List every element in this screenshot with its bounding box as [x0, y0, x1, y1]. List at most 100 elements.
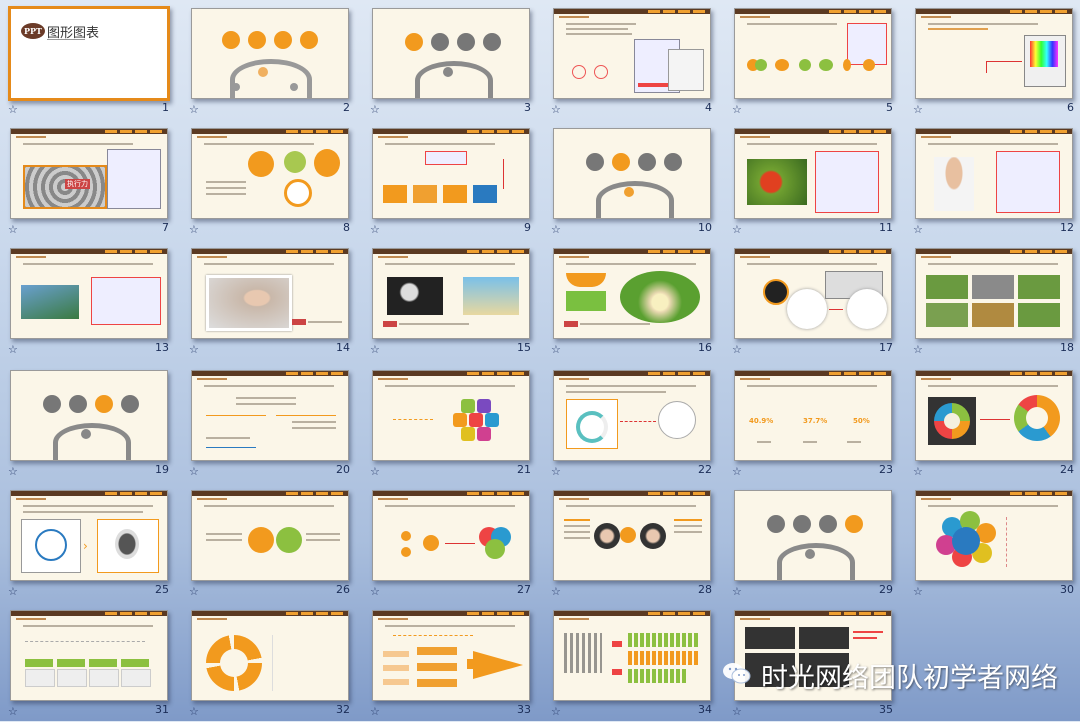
slide-15-preview[interactable] [372, 248, 530, 339]
slide-thumb-24[interactable]: ☆ 24 [905, 362, 1080, 482]
star-icon[interactable]: ☆ [370, 223, 380, 236]
slide-28-preview[interactable] [553, 490, 711, 581]
slide-3-preview[interactable] [372, 8, 530, 99]
slide-thumb-34[interactable]: ☆ 34 [543, 602, 724, 722]
slide-4-preview[interactable] [553, 8, 711, 99]
star-icon[interactable]: ☆ [913, 465, 923, 478]
slide-thumb-31[interactable]: ☆ 31 [0, 602, 181, 722]
slide-34-preview[interactable] [553, 610, 711, 701]
slide-5-preview[interactable] [734, 8, 892, 99]
star-icon[interactable]: ☆ [551, 585, 561, 598]
slide-thumb-20[interactable]: ☆ 20 [181, 362, 362, 482]
slide-1-preview[interactable]: PPT 图形图表 [8, 6, 170, 101]
slide-thumb-17[interactable]: ☆ 17 [724, 240, 905, 360]
slide-thumb-27[interactable]: ☆ 27 [362, 482, 543, 602]
slide-thumb-29[interactable]: ☆ 29 [724, 482, 905, 602]
slide-thumb-21[interactable]: ☆ 21 [362, 362, 543, 482]
star-icon[interactable]: ☆ [189, 585, 199, 598]
slide-thumb-16[interactable]: ☆ 16 [543, 240, 724, 360]
slide-18-preview[interactable] [915, 248, 1073, 339]
slide-2-preview[interactable] [191, 8, 349, 99]
slide-24-preview[interactable] [915, 370, 1073, 461]
slide-23-preview[interactable]: 40.9% 37.7% 50% [734, 370, 892, 461]
star-icon[interactable]: ☆ [8, 103, 18, 116]
star-icon[interactable]: ☆ [189, 103, 199, 116]
slide-33-preview[interactable] [372, 610, 530, 701]
slide-32-preview[interactable] [191, 610, 349, 701]
star-icon[interactable]: ☆ [370, 585, 380, 598]
slide-thumb-14[interactable]: ☆ 14 [181, 240, 362, 360]
slide-7-preview[interactable]: 执行力 [10, 128, 168, 219]
star-icon[interactable]: ☆ [732, 465, 742, 478]
slide-thumb-7[interactable]: 执行力 ☆ 7 [0, 120, 181, 240]
star-icon[interactable]: ☆ [370, 103, 380, 116]
slide-11-preview[interactable] [734, 128, 892, 219]
star-icon[interactable]: ☆ [732, 705, 742, 718]
star-icon[interactable]: ☆ [370, 705, 380, 718]
slide-8-preview[interactable] [191, 128, 349, 219]
star-icon[interactable]: ☆ [551, 465, 561, 478]
slide-30-preview[interactable] [915, 490, 1073, 581]
slide-25-preview[interactable]: › [10, 490, 168, 581]
slide-thumb-8[interactable]: ☆ 8 [181, 120, 362, 240]
slide-thumb-4[interactable]: ☆ 4 [543, 0, 724, 120]
slide-thumb-5[interactable]: ☆ 5 [724, 0, 905, 120]
slide-10-preview[interactable] [553, 128, 711, 219]
slide-thumb-2[interactable]: ☆ 2 [181, 0, 362, 120]
star-icon[interactable]: ☆ [8, 585, 18, 598]
star-icon[interactable]: ☆ [8, 343, 18, 356]
slide-thumb-30[interactable]: ☆ 30 [905, 482, 1080, 602]
slide-26-preview[interactable] [191, 490, 349, 581]
star-icon[interactable]: ☆ [189, 223, 199, 236]
slide-16-preview[interactable] [553, 248, 711, 339]
star-icon[interactable]: ☆ [913, 223, 923, 236]
slide-thumb-15[interactable]: ☆ 15 [362, 240, 543, 360]
slide-27-preview[interactable] [372, 490, 530, 581]
star-icon[interactable]: ☆ [8, 705, 18, 718]
slide-thumb-9[interactable]: ☆ 9 [362, 120, 543, 240]
slide-thumb-19[interactable]: ☆ 19 [0, 362, 181, 482]
star-icon[interactable]: ☆ [732, 223, 742, 236]
star-icon[interactable]: ☆ [551, 223, 561, 236]
star-icon[interactable]: ☆ [551, 705, 561, 718]
slide-20-preview[interactable] [191, 370, 349, 461]
star-icon[interactable]: ☆ [370, 465, 380, 478]
star-icon[interactable]: ☆ [189, 343, 199, 356]
slide-14-preview[interactable] [191, 248, 349, 339]
star-icon[interactable]: ☆ [732, 103, 742, 116]
star-icon[interactable]: ☆ [370, 343, 380, 356]
star-icon[interactable]: ☆ [551, 103, 561, 116]
slide-22-preview[interactable] [553, 370, 711, 461]
slide-6-preview[interactable] [915, 8, 1073, 99]
slide-9-preview[interactable] [372, 128, 530, 219]
slide-thumb-13[interactable]: ☆ 13 [0, 240, 181, 360]
star-icon[interactable]: ☆ [551, 343, 561, 356]
slide-thumb-18[interactable]: ☆ 18 [905, 240, 1080, 360]
slide-21-preview[interactable] [372, 370, 530, 461]
slide-thumb-11[interactable]: ☆ 11 [724, 120, 905, 240]
slide-thumb-12[interactable]: ☆ 12 [905, 120, 1080, 240]
star-icon[interactable]: ☆ [913, 585, 923, 598]
star-icon[interactable]: ☆ [913, 343, 923, 356]
slide-thumb-35[interactable]: ☆ 35 [724, 602, 905, 722]
slide-thumb-22[interactable]: ☆ 22 [543, 362, 724, 482]
slide-35-preview[interactable] [734, 610, 892, 701]
star-icon[interactable]: ☆ [913, 103, 923, 116]
star-icon[interactable]: ☆ [8, 465, 18, 478]
slide-thumb-26[interactable]: ☆ 26 [181, 482, 362, 602]
slide-13-preview[interactable] [10, 248, 168, 339]
slide-thumb-10[interactable]: ☆ 10 [543, 120, 724, 240]
star-icon[interactable]: ☆ [189, 705, 199, 718]
slide-thumb-32[interactable]: ☆ 32 [181, 602, 362, 722]
slide-thumb-25[interactable]: › ☆ 25 [0, 482, 181, 602]
star-icon[interactable]: ☆ [8, 223, 18, 236]
slide-31-preview[interactable] [10, 610, 168, 701]
slide-thumb-6[interactable]: ☆ 6 [905, 0, 1080, 120]
slide-19-preview[interactable] [10, 370, 168, 461]
slide-17-preview[interactable] [734, 248, 892, 339]
slide-29-preview[interactable] [734, 490, 892, 581]
star-icon[interactable]: ☆ [732, 585, 742, 598]
star-icon[interactable]: ☆ [732, 343, 742, 356]
star-icon[interactable]: ☆ [189, 465, 199, 478]
slide-thumb-28[interactable]: ☆ 28 [543, 482, 724, 602]
